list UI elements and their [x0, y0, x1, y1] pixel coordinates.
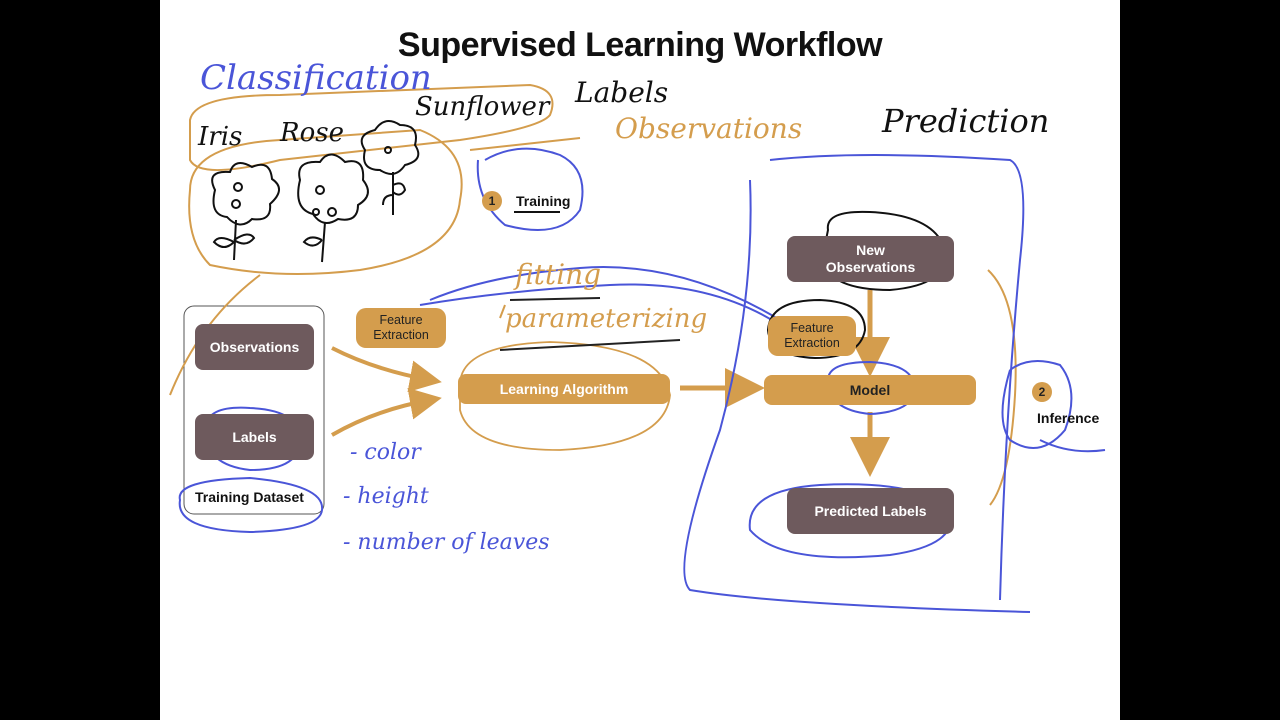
parameterizing-note: parameterizing — [505, 304, 708, 334]
training-lasso — [476, 147, 584, 231]
training-step-label: Training — [516, 193, 571, 209]
feature-height: - height — [343, 484, 429, 509]
observations-note: Observations — [615, 112, 803, 145]
arrow-observations-to-algorithm — [331, 346, 442, 393]
flower-rose: Rose — [280, 118, 344, 148]
feature-color: - color — [350, 440, 421, 465]
new-observations-box: New Observations — [787, 236, 954, 282]
flowers-lasso — [188, 128, 463, 275]
flower-sunflower: Sunflower — [415, 92, 550, 122]
predicted-labels-box: Predicted Labels — [787, 488, 954, 534]
observations-box: Observations — [195, 324, 314, 370]
classification-note: Classification — [200, 58, 432, 98]
feature-leaves: - number of leaves — [343, 530, 550, 555]
inference-step-number: 2 — [1032, 382, 1052, 402]
prediction-note: Prediction — [882, 102, 1050, 140]
training-dataset-caption: Training Dataset — [195, 489, 304, 505]
labels-note: Labels — [575, 76, 669, 109]
inference-step-label: Inference — [1037, 410, 1100, 426]
training-dataset-frame — [183, 305, 325, 515]
arrow-labels-to-algorithm — [330, 387, 442, 437]
fitting-arc-2 — [419, 283, 781, 326]
labels-box: Labels — [195, 414, 314, 460]
parameterizing-underline — [499, 339, 681, 351]
fitting-note: fitting — [515, 258, 602, 291]
dataset-caption-lasso — [178, 476, 324, 534]
slide: Supervised Learning Workflow — [160, 0, 1120, 720]
model-box: Model — [764, 375, 976, 405]
learning-algorithm-box: Learning Algorithm — [458, 374, 670, 404]
inference-lasso — [1001, 360, 1073, 449]
inference-underline — [1039, 439, 1106, 453]
inference-brace — [987, 269, 1017, 506]
fitting-arc-1 — [429, 266, 781, 321]
flower-doodles — [211, 120, 420, 263]
prediction-frame-right — [769, 154, 1025, 601]
fitting-underline — [509, 297, 601, 301]
flower-iris: Iris — [198, 122, 243, 152]
slide-title: Supervised Learning Workflow — [397, 26, 883, 64]
training-step-number: 1 — [482, 191, 502, 211]
observations-pointer — [469, 137, 581, 151]
feature-extraction-left: Feature Extraction — [356, 308, 446, 348]
feature-extraction-right: Feature Extraction — [768, 316, 856, 356]
prediction-frame-left — [683, 179, 1031, 613]
